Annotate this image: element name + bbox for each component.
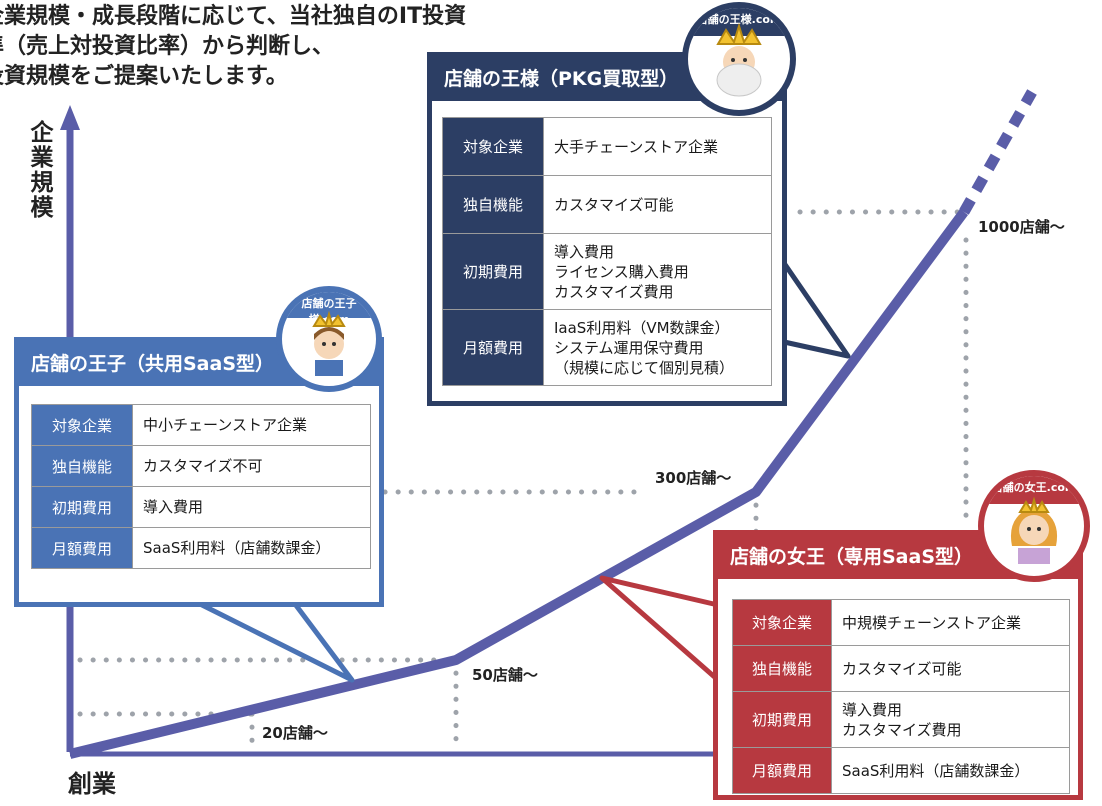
table-row: 対象企業 中規模チェーンストア企業 xyxy=(732,599,1070,646)
row-key: 独自機能 xyxy=(442,175,544,234)
row-key: 対象企業 xyxy=(732,599,832,646)
row-value: 大手チェーンストア企業 xyxy=(543,117,772,176)
intro-line: 投資規模をご提案いたします。 xyxy=(0,64,288,89)
milestone-50: 50店舗〜 xyxy=(472,666,538,684)
king-badge-text: 店舗の王様.com xyxy=(696,13,782,26)
intro-line: 準（売上対投資比率）から判断し、 xyxy=(0,34,335,59)
row-key: 独自機能 xyxy=(732,645,832,692)
queen-badge-text: 店舗の女王.com xyxy=(991,481,1077,494)
table-row: 対象企業 大手チェーンストア企業 xyxy=(442,117,772,176)
intro-text: 企業規模・成長段階に応じて、当社独自のIT投資 準（売上対投資比率）から判断し、… xyxy=(0,2,542,92)
prince-panel-table: 対象企業 中小チェーンストア企業 独自機能 カスタマイズ不可 初期費用 導入費用… xyxy=(31,404,371,569)
table-row: 初期費用 導入費用 ライセンス購入費用 カスタマイズ費用 xyxy=(442,233,772,310)
table-row: 月額費用 IaaS利用料（VM数課金） システム運用保守費用 （規模に応じて個別… xyxy=(442,309,772,386)
row-key: 月額費用 xyxy=(732,747,832,794)
row-key: 独自機能 xyxy=(31,445,133,487)
row-key: 月額費用 xyxy=(31,527,133,569)
table-row: 初期費用 導入費用 xyxy=(31,486,371,528)
intro-line: 企業規模・成長段階に応じて、当社独自のIT投資 xyxy=(0,4,467,29)
row-value: SaaS利用料（店舗数課金） xyxy=(132,527,371,569)
queen-badge: 店舗の女王.com xyxy=(978,470,1090,582)
row-value: 中規模チェーンストア企業 xyxy=(831,599,1070,646)
milestone-300: 300店舗〜 xyxy=(655,469,732,487)
table-row: 独自機能 カスタマイズ可能 xyxy=(442,175,772,234)
row-value: カスタマイズ可能 xyxy=(831,645,1070,692)
growth-line xyxy=(68,209,969,759)
row-key: 初期費用 xyxy=(31,486,133,528)
queen-panel-table: 対象企業 中規模チェーンストア企業 独自機能 カスタマイズ可能 初期費用 導入費… xyxy=(732,599,1070,794)
row-value: 導入費用 カスタマイズ費用 xyxy=(831,691,1070,748)
table-row: 月額費用 SaaS利用料（店舗数課金） xyxy=(732,747,1070,794)
prince-badge: 店舗の王子様.com xyxy=(276,286,382,392)
row-key: 対象企業 xyxy=(31,404,133,446)
table-row: 対象企業 中小チェーンストア企業 xyxy=(31,404,371,446)
king-panel-table: 対象企業 大手チェーンストア企業 独自機能 カスタマイズ可能 初期費用 導入費用… xyxy=(442,117,772,386)
milestone-1000: 1000店舗〜 xyxy=(978,218,1065,236)
table-row: 独自機能 カスタマイズ可能 xyxy=(732,645,1070,692)
origin-label: 創業 xyxy=(68,770,116,798)
row-value: 導入費用 xyxy=(132,486,371,528)
table-row: 独自機能 カスタマイズ不可 xyxy=(31,445,371,487)
prince-face-icon xyxy=(312,310,346,376)
axis-label: 企業規模 xyxy=(26,120,52,220)
row-value: カスタマイズ不可 xyxy=(132,445,371,487)
queen-panel: 店舗の女王（専用SaaS型） 対象企業 中規模チェーンストア企業 独自機能 カス… xyxy=(713,530,1083,800)
row-value: カスタマイズ可能 xyxy=(543,175,772,234)
row-value: 中小チェーンストア企業 xyxy=(132,404,371,446)
table-row: 初期費用 導入費用 カスタマイズ費用 xyxy=(732,691,1070,748)
prince-callout-tail xyxy=(197,601,355,683)
row-key: 初期費用 xyxy=(732,691,832,748)
queen-face-icon xyxy=(1010,496,1058,564)
king-face-icon xyxy=(716,22,762,97)
row-key: 月額費用 xyxy=(442,309,544,386)
row-key: 初期費用 xyxy=(442,233,544,310)
row-value: IaaS利用料（VM数課金） システム運用保守費用 （規模に応じて個別見積） xyxy=(543,309,772,386)
row-value: SaaS利用料（店舗数課金） xyxy=(831,747,1070,794)
king-badge: 店舗の王様.com xyxy=(682,2,796,116)
milestone-20: 20店舗〜 xyxy=(262,724,328,742)
growth-line-future xyxy=(959,89,1037,215)
row-value: 導入費用 ライセンス購入費用 カスタマイズ費用 xyxy=(543,233,772,310)
queen-callout-tail xyxy=(599,575,721,683)
table-row: 月額費用 SaaS利用料（店舗数課金） xyxy=(31,527,371,569)
row-key: 対象企業 xyxy=(442,117,544,176)
